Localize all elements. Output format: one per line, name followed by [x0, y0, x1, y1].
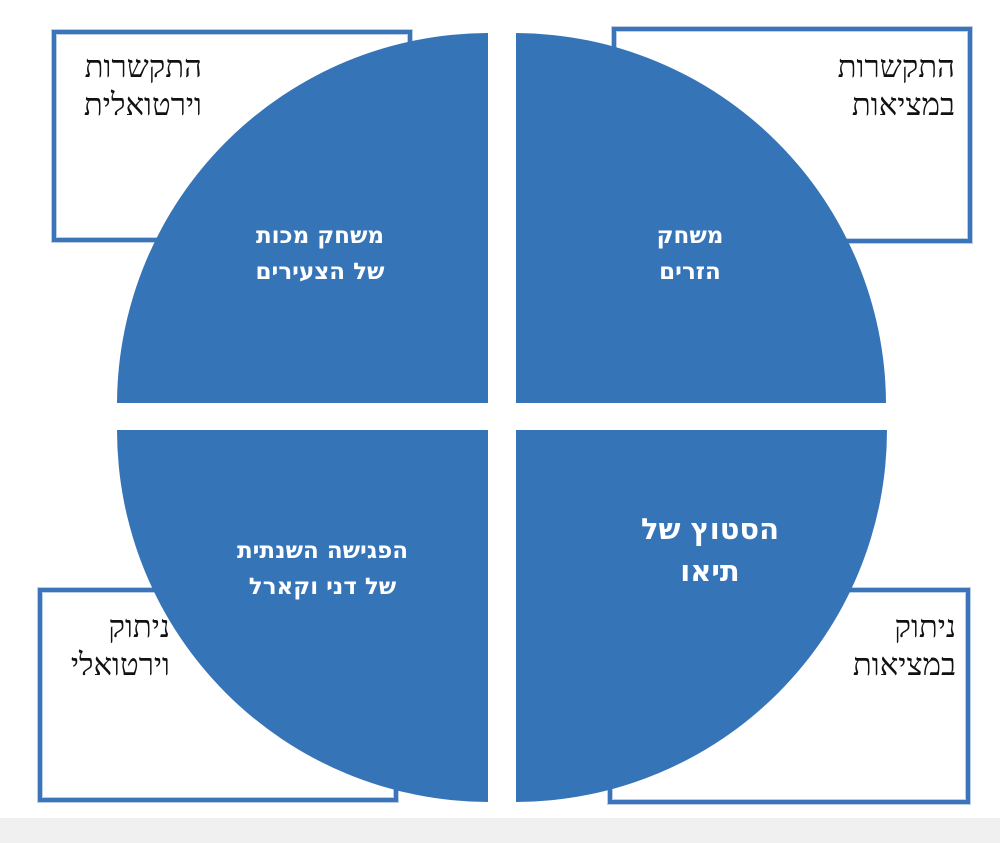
- quadrant-top-left: [117, 33, 488, 403]
- quadrant-bottom-right: [516, 430, 887, 802]
- frame-label-line: התקשרות: [837, 49, 955, 85]
- bottom-strip: [0, 818, 1000, 843]
- frame-label-line: וירטואלי: [70, 647, 170, 683]
- quadrant-label-line: הפגישה השנתית: [236, 538, 409, 564]
- quadrant-label-line: תיאו: [680, 554, 740, 588]
- quadrant-label-line: של דני וקארל: [248, 574, 397, 600]
- quadrant-label-line: הזרים: [659, 259, 721, 285]
- quadrant-top-right: [516, 33, 886, 403]
- frame-label-bottom-left: ניתוק וירטואלי: [52, 608, 170, 684]
- quadrant-label-top-right: משחק הזרים: [610, 218, 770, 290]
- frame-label-bottom-right: ניתוק במציאות: [800, 608, 956, 684]
- quadrant-label-line: משחק: [656, 223, 724, 249]
- quadrant-label-line: הסטוץ של: [640, 512, 780, 546]
- quadrant-label-line: משחק מכות: [255, 223, 385, 249]
- frame-label-top-left: התקשרות וירטואלית: [70, 48, 202, 124]
- frame-label-line: וירטואלית: [83, 87, 202, 123]
- frame-label-line: ניתוק: [894, 609, 956, 645]
- frame-label-line: התקשרות: [84, 49, 202, 85]
- quadrant-label-bottom-left: הפגישה השנתית של דני וקארל: [205, 533, 440, 605]
- quadrant-label-top-left: משחק מכות של הצעירים: [210, 218, 430, 290]
- frame-label-top-right: התקשרות במציאות: [800, 48, 955, 124]
- quadrant-label-bottom-right: הסטוץ של תיאו: [600, 508, 820, 592]
- frame-label-line: במציאות: [851, 87, 955, 123]
- frame-label-line: ניתוק: [108, 609, 170, 645]
- quadrant-label-line: של הצעירים: [255, 259, 385, 285]
- frame-label-line: במציאות: [852, 647, 956, 683]
- quadrant-bottom-left: [117, 430, 488, 802]
